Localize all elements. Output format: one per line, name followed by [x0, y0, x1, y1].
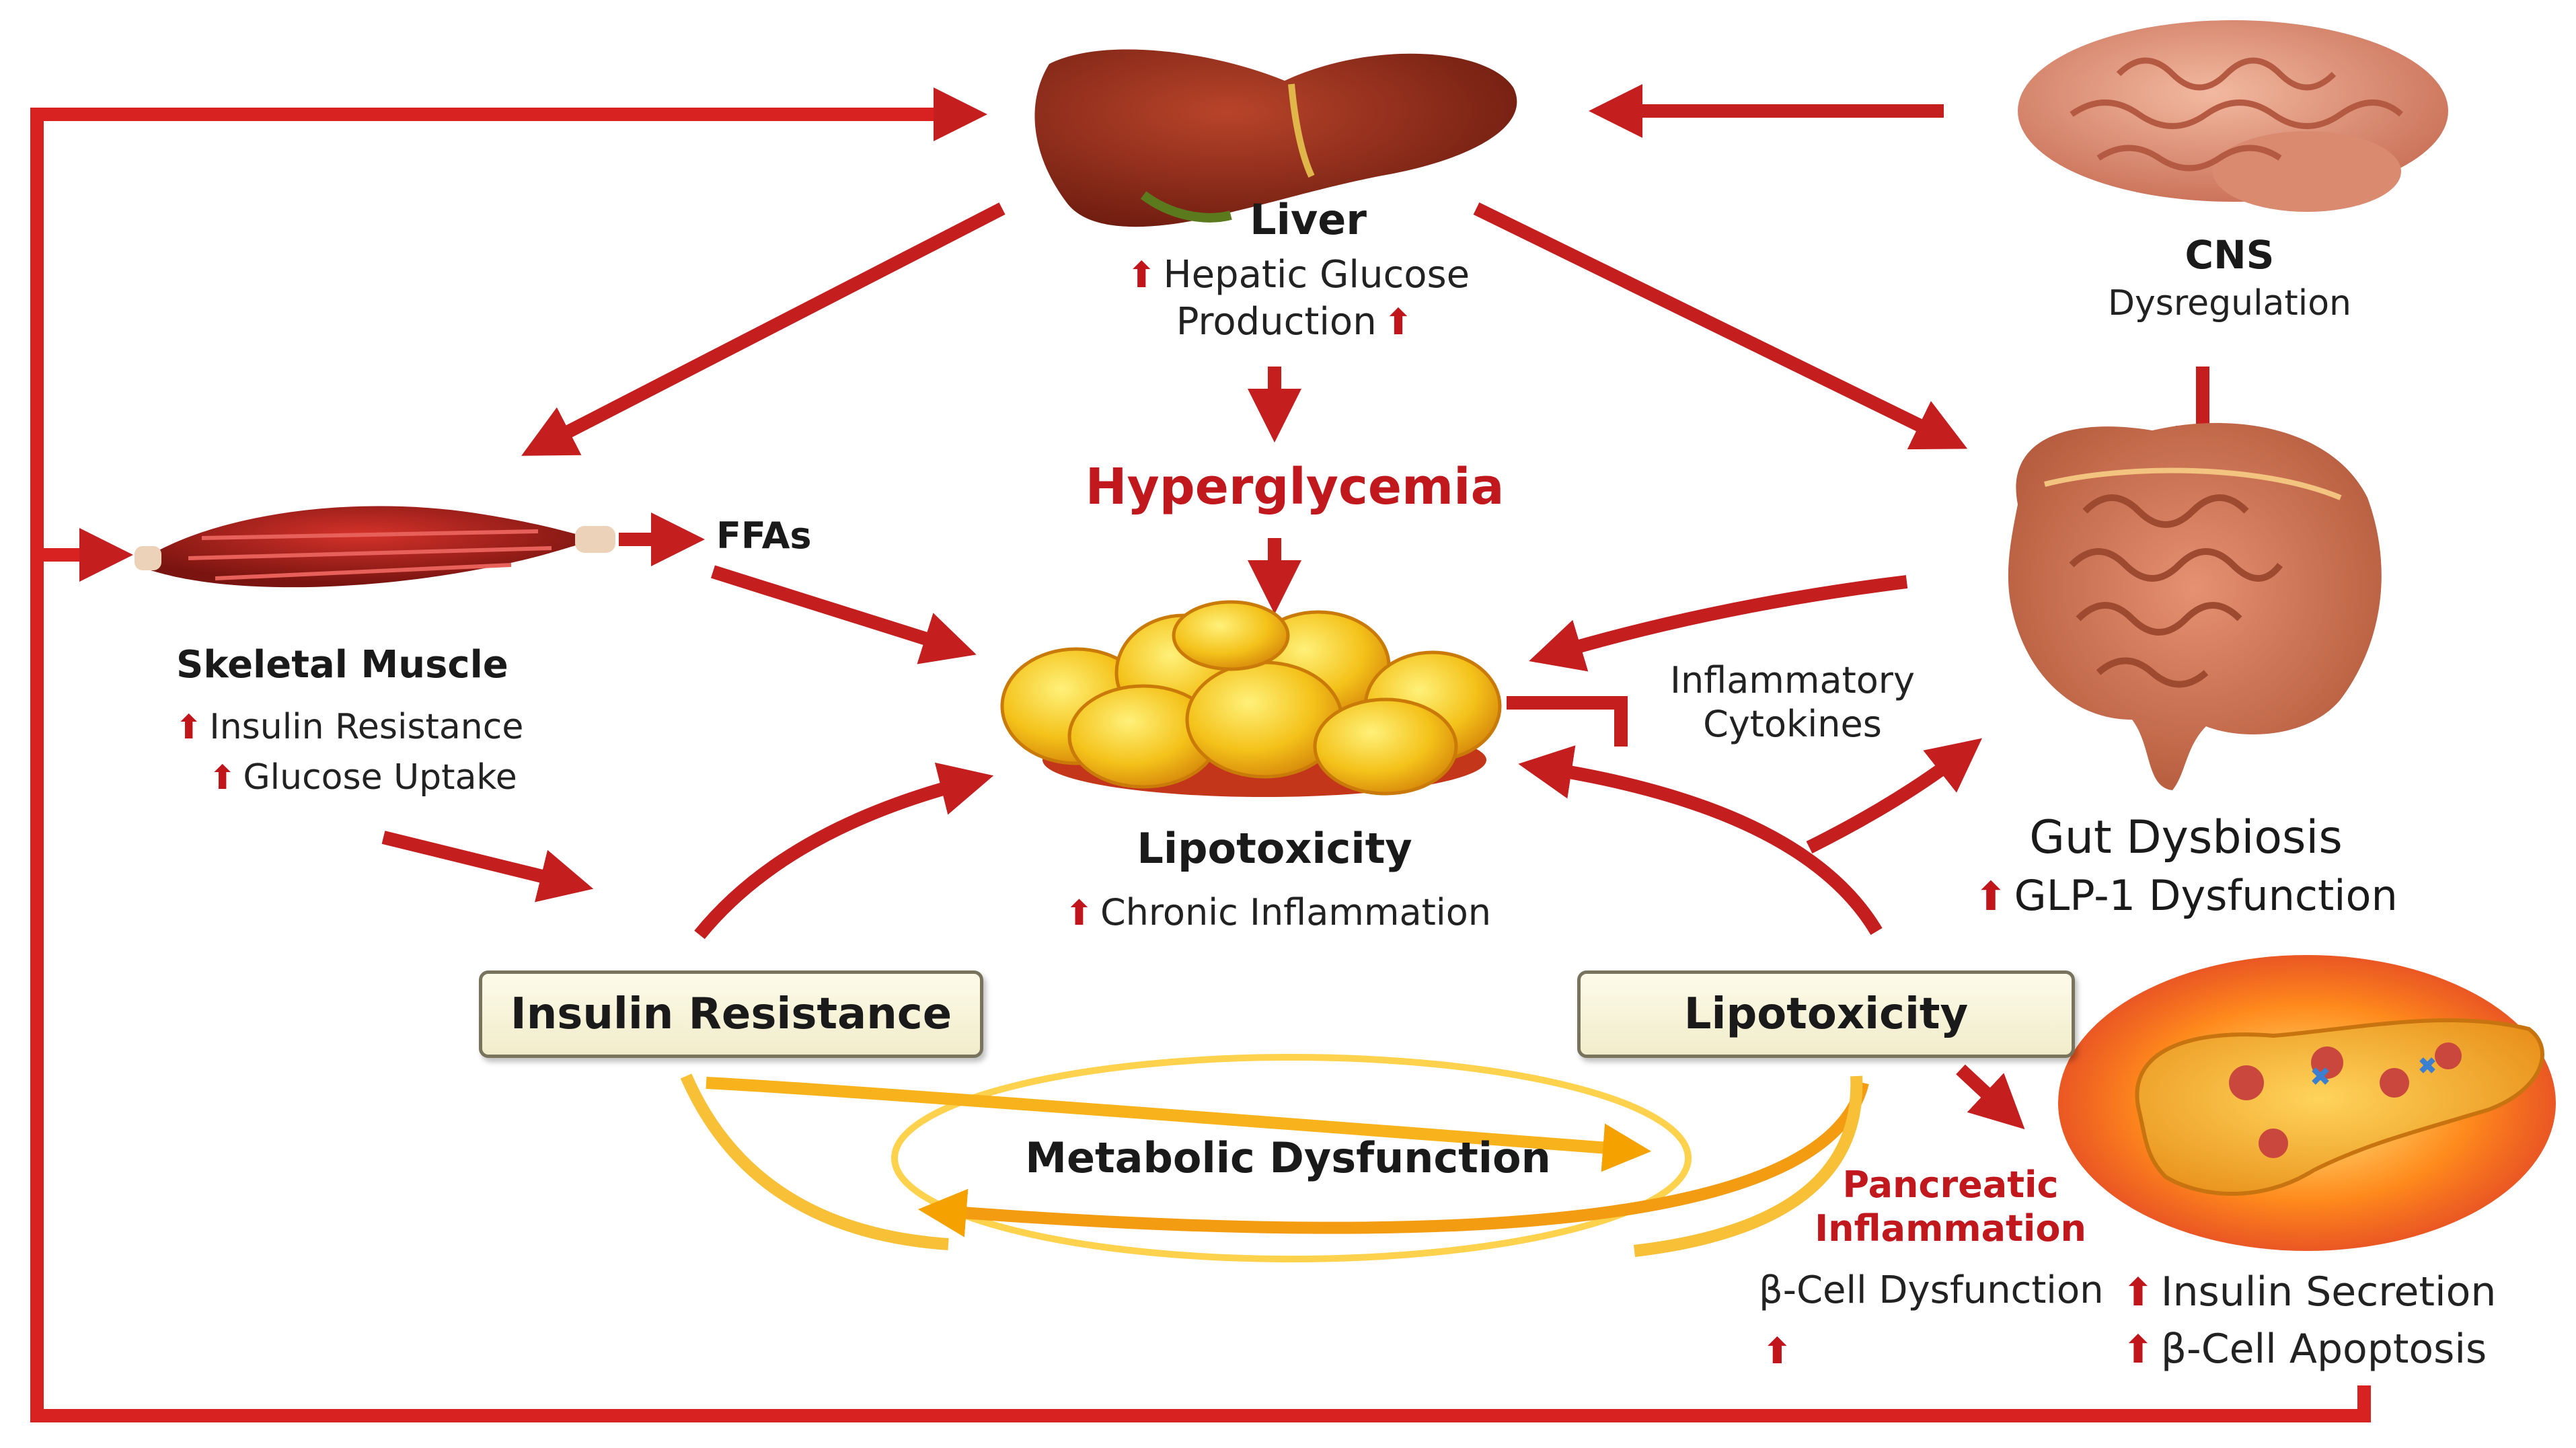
- liver-line1: ⬆Hepatic Glucose: [1126, 253, 1470, 297]
- feedback-loop: [30, 87, 2371, 1422]
- fat-cells-icon: [1000, 600, 1502, 797]
- hyperglycemia-label: Hyperglycemia: [1085, 458, 1505, 516]
- insulin-secretion-label: ⬆Insulin Secretion: [2122, 1268, 2497, 1316]
- fat-line1: ⬆Chronic Inflammation: [1064, 891, 1492, 933]
- muscle-line1: ⬆Insulin Resistance: [175, 707, 524, 747]
- pancreatic-line1: Pancreatic: [1842, 1164, 2059, 1206]
- liver-icon: [1034, 49, 1517, 227]
- muscle-title: Skeletal Muscle: [176, 643, 508, 687]
- intestine-icon: [2008, 422, 2382, 790]
- cycle-arrow-right: [706, 1077, 1652, 1172]
- up-arrow-icon: ⬆: [1762, 1330, 1792, 1372]
- lipotoxicity-box-label: Lipotoxicity: [1683, 989, 1969, 1039]
- cytokine-bracket: [1507, 696, 1628, 747]
- up-arrow-icon: ⬆: [1064, 893, 1094, 933]
- up-arrow-icon: ⬆: [1126, 254, 1157, 296]
- cns-subtitle: Dysregulation: [2107, 283, 2352, 323]
- up-arrow-icon: ⬆: [1974, 873, 2008, 919]
- arrow-insulin-resistance-to-fat: [694, 762, 994, 940]
- beta-cell-dysfunction-label: β-Cell Dysfunction: [1759, 1268, 2104, 1312]
- cytokines-line1: Inflammatory: [1670, 659, 1915, 701]
- gut-title: Gut Dysbiosis: [2029, 811, 2343, 864]
- arrow-liver-to-muscle: [521, 202, 1006, 456]
- fat-title: Lipotoxicity: [1137, 824, 1412, 873]
- arrow-lipotoxicity-to-fat: [1518, 745, 1883, 936]
- up-arrow-icon: ⬆: [2122, 1270, 2154, 1315]
- insulin-resistance-box: Insulin Resistance: [479, 970, 983, 1058]
- up-arrow-icon: ⬆: [175, 708, 203, 747]
- cycle-label: Metabolic Dysfunction: [1025, 1133, 1551, 1182]
- brain-icon: [2018, 20, 2448, 212]
- lipotoxicity-box: Lipotoxicity: [1577, 970, 2075, 1058]
- cycle-arrow-left: [917, 1081, 1869, 1237]
- metabolic-cycle: [680, 1054, 1869, 1262]
- arrow-gut-to-fat: [1529, 575, 1908, 672]
- arrow-muscle-to-insulin-resistance: [381, 831, 594, 903]
- flow-arrows: [381, 84, 2230, 1130]
- liver-line2: Production⬆: [1176, 300, 1414, 344]
- liver-title: Liver: [1250, 195, 1367, 244]
- arrow-ffas-to-fat: [710, 565, 977, 664]
- gut-line1: ⬆GLP-1 Dysfunction: [1974, 871, 2398, 920]
- insulin-resistance-box-label: Insulin Resistance: [510, 989, 952, 1039]
- muscle-icon: [135, 506, 615, 588]
- cytokines-line2: Cytokines: [1703, 703, 1882, 745]
- arrow-lipotoxicity-to-gut: [1806, 738, 1982, 853]
- cns-title: CNS: [2185, 232, 2275, 278]
- muscle-line2: ⬆Glucose Uptake: [209, 757, 517, 798]
- arrow-liver-to-gut: [1473, 202, 1968, 450]
- up-arrow-icon: ⬆: [2122, 1328, 2154, 1372]
- up-arrow-icon: ⬆: [1383, 301, 1414, 343]
- up-arrow-icon: ⬆: [209, 758, 237, 797]
- ffas-label: FFAs: [716, 515, 812, 557]
- arrow-lipotoxicity-to-pancreas: [1956, 1064, 2025, 1130]
- pancreas-icon: [2058, 955, 2556, 1251]
- pancreatic-line2: Inflammation: [1815, 1207, 2086, 1250]
- beta-cell-apoptosis-label: ⬆β-Cell Apoptosis: [2122, 1326, 2487, 1373]
